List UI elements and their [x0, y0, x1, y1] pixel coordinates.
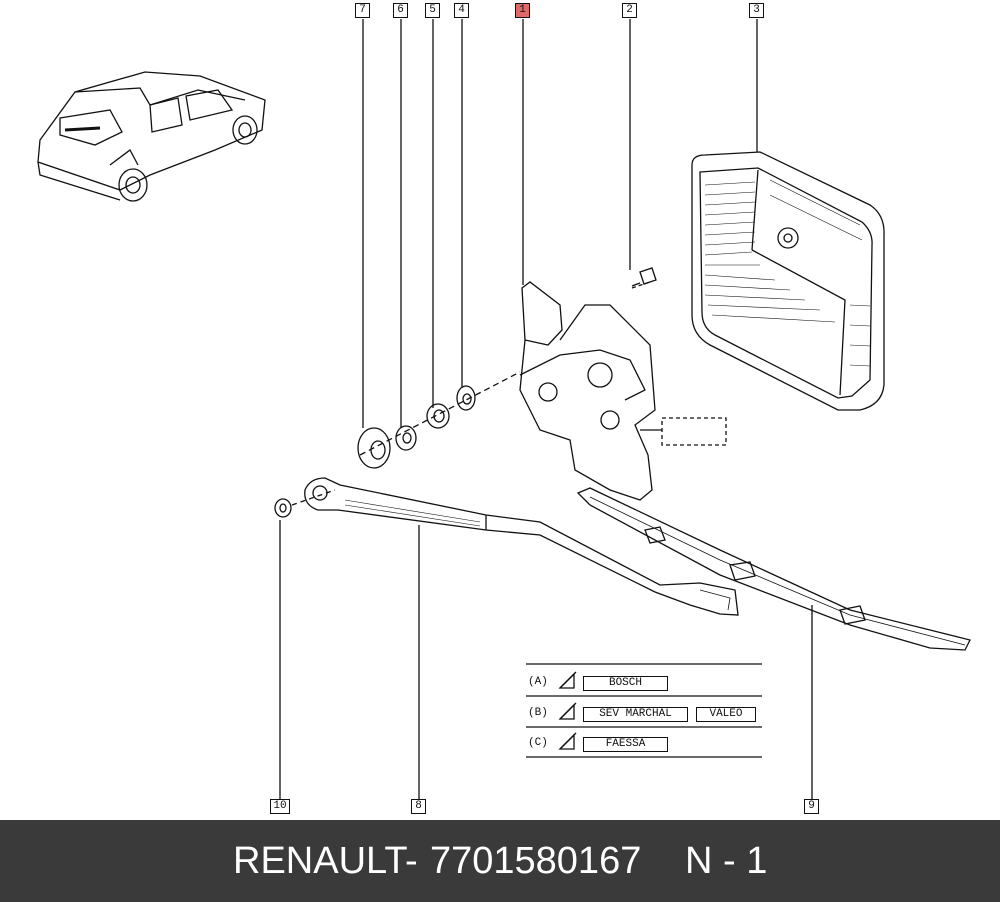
brand-box: SEV MARCHAL: [583, 707, 688, 722]
footer-position: N - 1: [685, 840, 768, 882]
callout-3[interactable]: 3: [749, 3, 764, 18]
wiper-symbol-icon: [558, 671, 577, 750]
footer-brand: RENAULT: [233, 840, 408, 882]
callout-10[interactable]: 10: [270, 799, 290, 814]
legend-row-a: (A) BOSCH: [528, 676, 760, 692]
exploded-parts-diagram: [37, 19, 971, 800]
legend-row-b: (B) SEV MARCHAL VALEO: [528, 707, 760, 723]
car-illustration: [37, 71, 266, 202]
brand-box: FAESSA: [583, 737, 668, 752]
callout-8[interactable]: 8: [411, 799, 426, 814]
brand-box: BOSCH: [583, 676, 668, 691]
brand-box: VALEO: [696, 707, 756, 722]
callout-5[interactable]: 5: [425, 3, 440, 18]
footer-bar: RENAULT - 7701580167 N - 1: [0, 820, 1000, 902]
callout-4[interactable]: 4: [454, 3, 469, 18]
legend-key: (A): [528, 676, 548, 688]
legend-key: (B): [528, 707, 548, 719]
callout-1[interactable]: 1: [515, 3, 530, 18]
footer-separator: -: [405, 840, 418, 882]
callout-6[interactable]: 6: [393, 3, 408, 18]
legend-key: (C): [528, 737, 548, 749]
callout-9[interactable]: 9: [804, 799, 819, 814]
callout-7[interactable]: 7: [355, 3, 370, 18]
footer-part-number: 7701580167: [430, 840, 642, 882]
legend-row-c: (C) FAESSA: [528, 737, 760, 753]
callout-2[interactable]: 2: [622, 3, 637, 18]
